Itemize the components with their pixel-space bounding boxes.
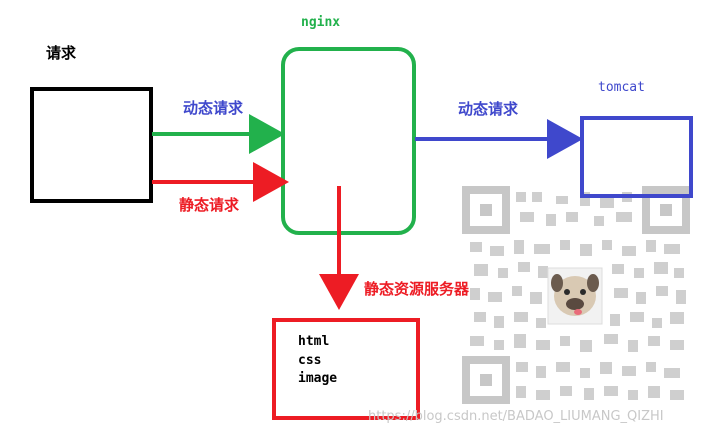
watermark-url: https://blog.csdn.net/BADAO_LIUMANG_QIZH… — [368, 409, 664, 424]
nginx-box — [283, 49, 414, 233]
request-label: 请求 — [46, 44, 77, 62]
static-file-css: css — [298, 353, 321, 368]
static-server-box — [274, 320, 418, 418]
nginx-label: nginx — [301, 15, 340, 30]
static-file-image: image — [298, 371, 337, 386]
client-box — [32, 89, 151, 201]
tomcat-box — [582, 118, 691, 196]
static-request-label: 静态请求 — [179, 196, 240, 214]
dynamic-request-label-left: 动态请求 — [183, 99, 244, 117]
static-resource-server-label: 静态资源服务器 — [364, 280, 470, 298]
tomcat-label: tomcat — [598, 80, 645, 95]
static-file-html: html — [298, 334, 329, 349]
dynamic-request-label-right: 动态请求 — [458, 100, 519, 118]
pug-avatar-icon — [548, 268, 602, 324]
